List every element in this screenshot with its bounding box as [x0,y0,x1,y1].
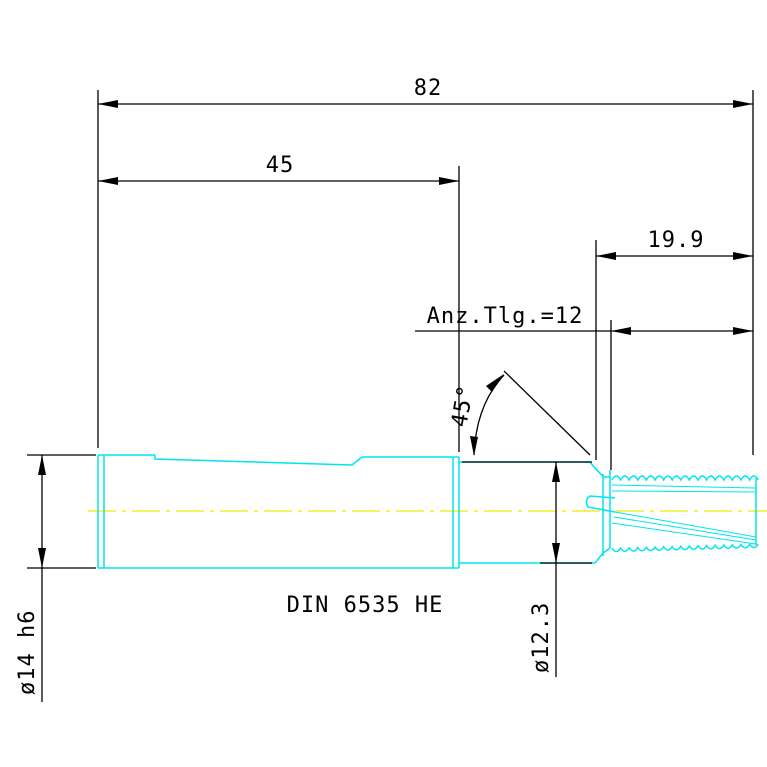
dimension-45: 45 [98,153,460,452]
neck-outline [459,461,611,564]
thread-outline [611,475,759,553]
dimension-19-9: 19.9 [595,228,753,460]
tooth-count-label: Anz.Tlg.=12 [427,304,584,329]
shank-outline [97,454,460,569]
chamfer-angle-label: 45° [447,383,479,429]
dimension-chamfer-angle: 45° [447,370,591,456]
dimension-tooth-count: Anz.Tlg.=12 [415,304,753,470]
shank-diameter-label: ø14 h6 [15,610,40,695]
neck-diameter-label: ø12.3 [529,602,554,673]
dim-total-label: 82 [414,76,443,101]
dim-thread-length-label: 19.9 [648,228,705,253]
dim-shank-label: 45 [266,153,295,178]
dimension-82: 82 [97,76,754,455]
dimension-neck-diameter: ø12.3 [462,461,592,677]
dimension-shank-diameter: ø14 h6 [15,454,96,702]
cone-tip [585,495,616,513]
standard-label: DIN 6535 HE [287,593,444,618]
